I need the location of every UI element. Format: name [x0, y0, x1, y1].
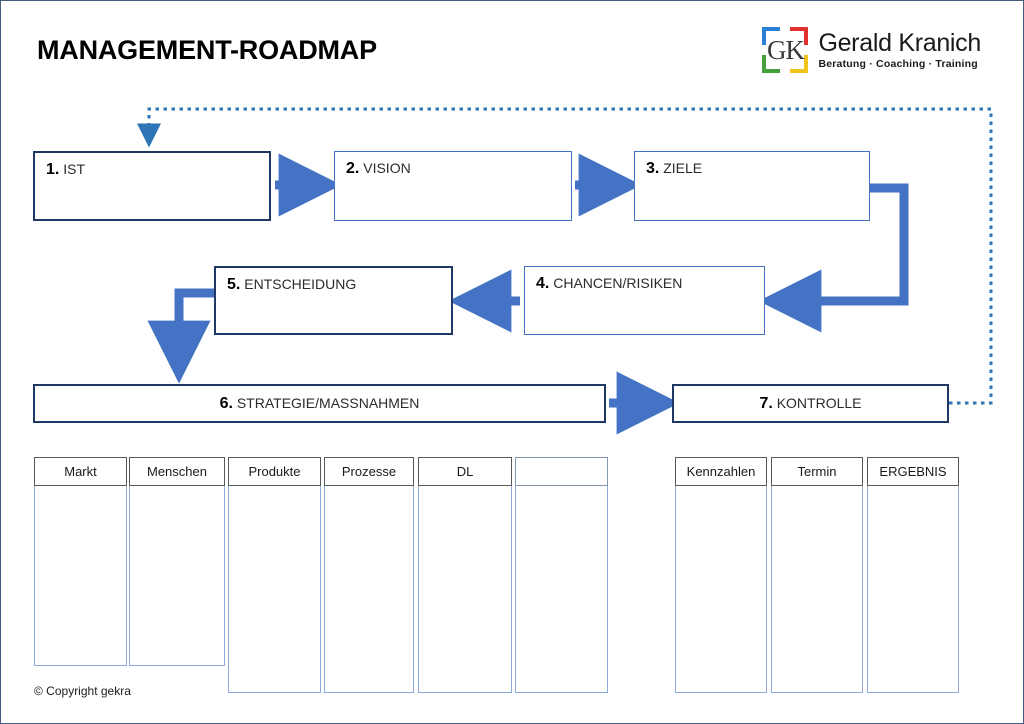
left-table-column-produkte[interactable]: Produkte: [228, 457, 321, 693]
flow-node-3-number: 3.: [646, 160, 660, 177]
logo-monogram-text: GK: [766, 34, 805, 65]
left-table-header-menschen: Menschen: [129, 457, 225, 486]
flow-node-4-label: 4. CHANCEN/RISIKEN: [536, 275, 682, 293]
logo-corner-bottom-right-icon: [790, 55, 809, 73]
flow-node-3-text: ZIELE: [663, 160, 703, 176]
left-table-header-dl: DL: [418, 457, 512, 486]
left-table-header-blank: [515, 457, 608, 486]
left-table-body-produkte[interactable]: [228, 486, 321, 693]
left-table-header-produkte: Produkte: [228, 457, 321, 486]
flow-node-3-ziele[interactable]: 3. ZIELE: [634, 151, 870, 221]
gk-monogram-icon: GK: [762, 27, 809, 73]
logo-corner-top-left-icon: [762, 27, 781, 45]
flow-node-1-ist[interactable]: 1. IST: [33, 151, 271, 221]
left-table-column-blank[interactable]: [515, 457, 608, 693]
right-table-body-kennzahlen[interactable]: [675, 486, 767, 693]
flow-node-6-label: 6. STRATEGIE/MASSNAHMEN: [35, 395, 604, 413]
flow-node-1-number: 1.: [46, 161, 60, 178]
left-table-body-prozesse[interactable]: [324, 486, 414, 693]
flow-node-4-text: CHANCEN/RISIKEN: [553, 275, 683, 291]
flow-node-5-entscheidung[interactable]: 5. ENTSCHEIDUNG: [214, 266, 453, 335]
flow-node-7-text: KONTROLLE: [776, 394, 862, 411]
flow-node-7-label: 7. KONTROLLE: [674, 395, 947, 413]
flow-node-1-label: 1. IST: [46, 161, 85, 179]
flow-node-5-text: ENTSCHEIDUNG: [244, 276, 357, 292]
right-table-column-ergebnis[interactable]: ERGEBNIS: [867, 457, 959, 693]
right-table-header-kennzahlen: Kennzahlen: [675, 457, 767, 486]
flow-node-3-label: 3. ZIELE: [646, 160, 702, 178]
flow-node-5-label: 5. ENTSCHEIDUNG: [227, 276, 356, 294]
flow-node-5-number: 5.: [227, 276, 241, 293]
logo-corner-top-right-icon: [790, 27, 809, 45]
flow-node-6-number: 6.: [219, 394, 233, 412]
flow-node-1-text: IST: [63, 161, 86, 177]
flow-node-4-chancen-risiken[interactable]: 4. CHANCEN/RISIKEN: [524, 266, 765, 335]
flow-node-6-strategie-massnahmen[interactable]: 6. STRATEGIE/MASSNAHMEN: [33, 384, 606, 423]
logo-text-block: Gerald Kranich Beratung · Coaching · Tra…: [818, 30, 981, 69]
flow-node-2-text: VISION: [363, 160, 411, 176]
page-title: MANAGEMENT-ROADMAP: [37, 35, 377, 65]
flow-node-7-kontrolle[interactable]: 7. KONTROLLE: [672, 384, 949, 423]
left-table-body-menschen[interactable]: [129, 486, 225, 666]
right-table-column-termin[interactable]: Termin: [771, 457, 863, 693]
left-table-body-dl[interactable]: [418, 486, 512, 693]
brand-logo: GK Gerald Kranich Beratung · Coaching · …: [762, 27, 981, 73]
left-table-column-markt[interactable]: Markt: [34, 457, 127, 666]
right-table-body-termin[interactable]: [771, 486, 863, 693]
flow-node-2-label: 2. VISION: [346, 160, 411, 178]
left-table-column-prozesse[interactable]: Prozesse: [324, 457, 414, 693]
left-table-column-dl[interactable]: DL: [418, 457, 512, 693]
flow-node-6-text: STRATEGIE/MASSNAHMEN: [236, 394, 420, 411]
left-table-header-markt: Markt: [34, 457, 127, 486]
left-table-body-markt[interactable]: [34, 486, 127, 666]
flow-node-7-number: 7.: [759, 394, 773, 412]
flow-node-2-number: 2.: [346, 160, 360, 177]
right-table-header-termin: Termin: [771, 457, 863, 486]
right-table-body-ergebnis[interactable]: [867, 486, 959, 693]
left-table-body-blank[interactable]: [515, 486, 608, 693]
left-table-column-menschen[interactable]: Menschen: [129, 457, 225, 666]
flow-node-2-vision[interactable]: 2. VISION: [334, 151, 572, 221]
flow-node-4-number: 4.: [536, 275, 550, 292]
right-table-header-ergebnis: ERGEBNIS: [867, 457, 959, 486]
logo-tagline: Beratung · Coaching · Training: [818, 57, 978, 70]
right-table-column-kennzahlen[interactable]: Kennzahlen: [675, 457, 767, 693]
copyright-notice: © Copyright gekra: [34, 684, 131, 698]
logo-brand-name: Gerald Kranich: [818, 29, 981, 58]
left-table-header-prozesse: Prozesse: [324, 457, 414, 486]
logo-corner-bottom-left-icon: [762, 55, 781, 73]
